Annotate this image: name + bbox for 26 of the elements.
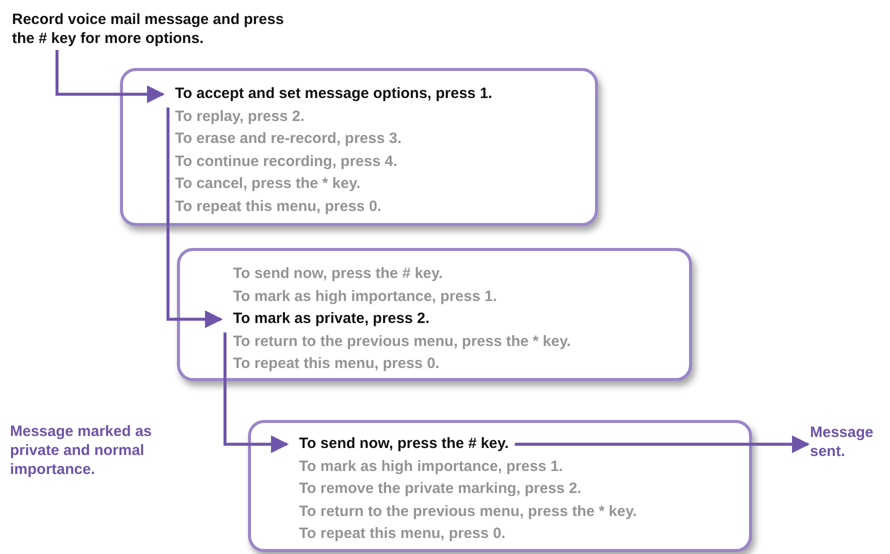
menu-box xyxy=(177,248,692,381)
arrow xyxy=(224,332,289,454)
arrow xyxy=(166,108,223,328)
arrow xyxy=(56,50,165,104)
instruction-text: Record voice mail message and press the # key for more options. xyxy=(12,10,297,48)
menu-option: To repeat this menu, press 0. xyxy=(221,353,440,376)
menu-option: To repeat this menu, press 0. xyxy=(163,196,382,218)
menu-box xyxy=(248,420,752,552)
menu-option: To mark as high importance, press 1. xyxy=(221,286,497,308)
arrow xyxy=(514,435,810,454)
menu-option: To cancel, press the * key. xyxy=(163,173,360,196)
selected-menu-option: To send now, press the # key. xyxy=(287,433,509,456)
selected-menu-option: To mark as private, press 2. xyxy=(221,308,430,330)
menu-option: To return to the previous menu, press the * key. xyxy=(221,330,571,353)
menu-option: To return to the previous menu, press the * key. xyxy=(287,500,637,523)
menu-option: To erase and re-record, press 3. xyxy=(163,128,402,150)
menu-option: To remove the private marking, press 2. xyxy=(287,478,582,500)
menu-option: To repeat this menu, press 0. xyxy=(287,523,506,546)
menu-option: To send now, press the # key. xyxy=(221,263,443,286)
result-text: Message sent. xyxy=(810,423,890,461)
menu-option: To mark as high importance, press 1. xyxy=(287,456,563,478)
menu-option: To continue recording, press 4. xyxy=(163,150,398,173)
menu-option: To replay, press 2. xyxy=(163,106,304,128)
note-text: Message marked as private and normal importance. xyxy=(10,422,153,479)
menu-box xyxy=(120,68,598,226)
selected-menu-option: To accept and set message options, press 1. xyxy=(163,83,492,106)
